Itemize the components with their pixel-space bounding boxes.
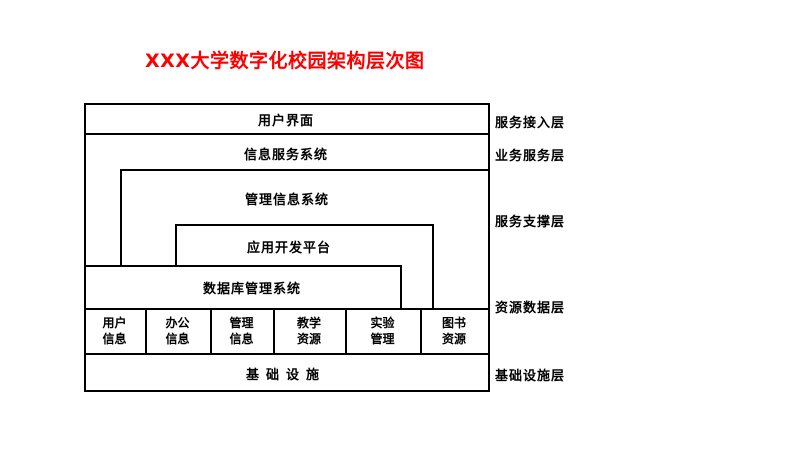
resource-cell-label: 信息 [165, 332, 190, 346]
resource-cell-office-info: 办公 信息 [145, 311, 210, 351]
resource-divider-1 [145, 308, 147, 353]
diagram-title: XXX大学数字化校园架构层次图 [145, 50, 425, 72]
resource-row-bottom-line [84, 353, 490, 355]
resource-divider-4 [345, 308, 347, 353]
layer-annotation-resource-data: 资源数据层 [495, 301, 566, 316]
mis-box-left-line [120, 169, 122, 267]
outer-border-left [84, 103, 86, 392]
resource-cell-label: 实验 [370, 316, 395, 330]
layer-box-dbms: 数据库管理系统 [202, 282, 301, 297]
layer-annotation-infrastructure: 基础设施层 [495, 369, 566, 384]
layer-box-infrastructure: 基础设施 [245, 368, 326, 383]
layer-annotation-service-support: 服务支撑层 [495, 215, 566, 230]
resource-cell-label: 图书 [441, 316, 466, 330]
outer-border-top [84, 103, 490, 105]
resource-row-top-line [84, 308, 490, 310]
resource-cell-library-resources: 图书 资源 [420, 311, 488, 351]
outer-border-bottom [84, 390, 490, 392]
resource-cell-label: 办公 [165, 316, 190, 330]
layer-box-user-interface: 用户界面 [257, 114, 314, 129]
app-platform-box-top-line [175, 224, 434, 226]
resource-cell-label: 资源 [441, 332, 466, 346]
resource-divider-5 [420, 308, 422, 353]
resource-cell-teaching-resources: 教学 资源 [273, 311, 345, 351]
user-interface-bottom-line [84, 133, 490, 135]
resource-divider-2 [210, 308, 212, 353]
resource-cell-label: 信息 [229, 332, 254, 346]
resource-cell-label: 用户 [102, 316, 127, 330]
mis-box-top-line [120, 169, 490, 171]
resource-divider-3 [273, 308, 275, 353]
layer-annotation-business-service: 业务服务层 [495, 149, 566, 164]
dbms-box-right-line [400, 265, 402, 310]
app-platform-box-left-line [175, 224, 177, 267]
resource-cell-label: 管理 [229, 316, 254, 330]
layer-box-info-service: 信息服务系统 [243, 148, 328, 163]
resource-cell-label: 教学 [296, 316, 321, 330]
resource-cell-label: 管理 [370, 332, 395, 346]
outer-border-right [488, 103, 490, 392]
app-platform-box-right-line [432, 224, 434, 310]
resource-cell-label: 资源 [296, 332, 321, 346]
layer-box-mis: 管理信息系统 [244, 193, 329, 208]
resource-cell-label: 信息 [102, 332, 127, 346]
dbms-box-top-line [84, 265, 402, 267]
resource-cell-management-info: 管理 信息 [210, 311, 273, 351]
resource-cell-user-info: 用户 信息 [84, 311, 145, 351]
layer-annotation-service-access: 服务接入层 [495, 116, 566, 131]
resource-cell-lab-management: 实验 管理 [345, 311, 420, 351]
layer-box-app-platform: 应用开发平台 [246, 241, 331, 256]
